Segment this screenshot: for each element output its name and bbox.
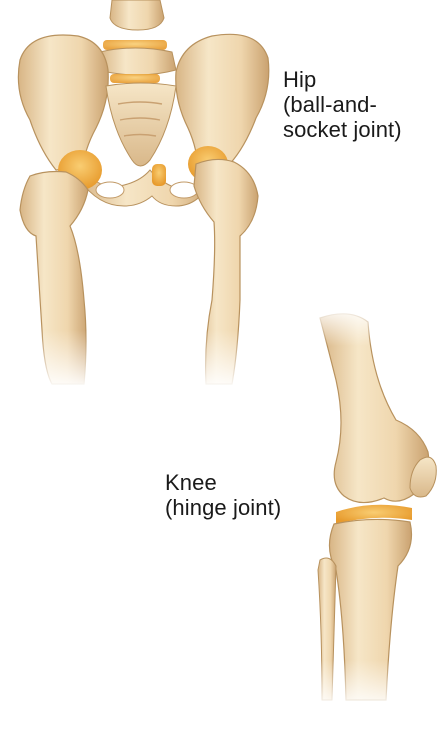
hip-label-line1: Hip: [283, 67, 402, 92]
hip-label-line3: socket joint): [283, 117, 402, 142]
sacrum: [106, 83, 176, 166]
knee: [310, 306, 436, 710]
hip-label-line2: (ball-and-: [283, 92, 402, 117]
right-femur: [194, 159, 258, 390]
knee-label: Knee (hinge joint): [165, 470, 281, 520]
left-ilium: [18, 35, 108, 172]
lumbar-vertebra-upper: [110, 0, 164, 30]
left-femur: [20, 172, 90, 391]
knee-label-line2: (hinge joint): [165, 495, 281, 520]
pubic-symphysis: [152, 164, 166, 186]
lumbar-vertebra-lower: [98, 48, 176, 75]
hip-label: Hip (ball-and- socket joint): [283, 67, 402, 142]
knee-label-line1: Knee: [165, 470, 281, 495]
intervertebral-disc-lower: [110, 74, 160, 83]
right-ilium: [176, 34, 269, 172]
